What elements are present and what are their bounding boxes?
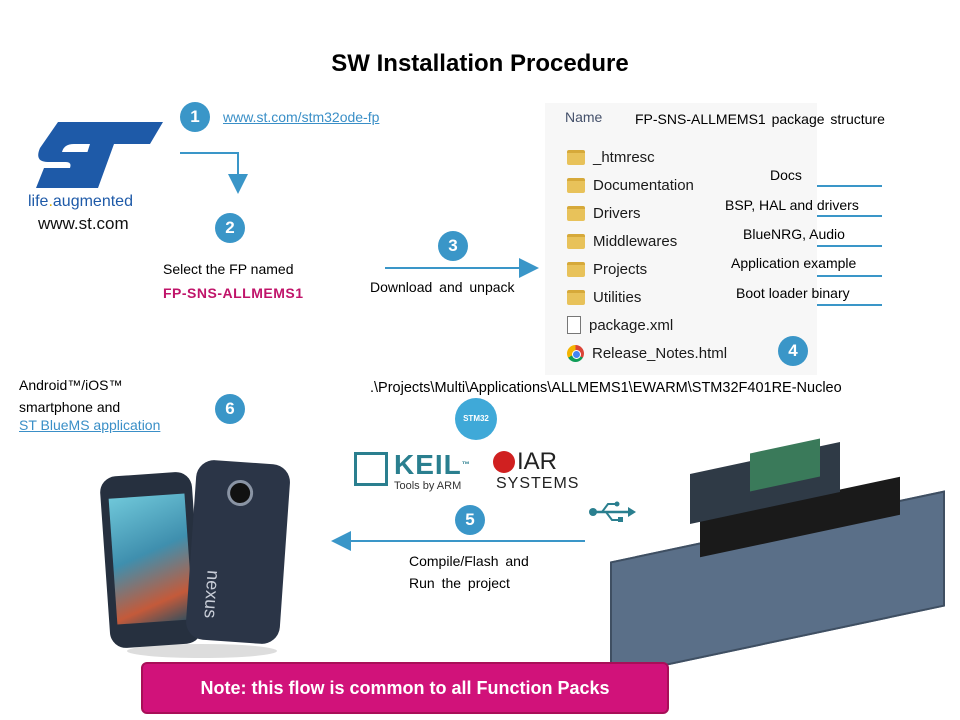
file-label: Projects bbox=[593, 260, 648, 278]
step-2-badge: 2 bbox=[215, 213, 245, 243]
step-5-badge: 5 bbox=[455, 505, 485, 535]
annotation-application: Application example bbox=[731, 255, 857, 271]
phone-back: nexus bbox=[184, 458, 292, 646]
phone-screen bbox=[108, 493, 194, 625]
file-row-middlewares[interactable]: Middlewares bbox=[567, 229, 677, 253]
file-row-drivers[interactable]: Drivers bbox=[567, 201, 641, 225]
project-path: .\Projects\Multi\Applications\ALLMEMS1\E… bbox=[370, 380, 842, 396]
note-banner: Note: this flow is common to all Functio… bbox=[141, 662, 669, 714]
fp-name: FP-SNS-ALLMEMS1 bbox=[163, 285, 304, 301]
file-label: package.xml bbox=[589, 316, 674, 334]
st-tagline: life.augmented bbox=[28, 193, 133, 210]
stm32-badge-text: STM32 bbox=[463, 414, 489, 423]
iar-name: IAR bbox=[517, 448, 558, 475]
file-row-projects[interactable]: Projects bbox=[567, 257, 647, 281]
step-5-line2: Run the project bbox=[409, 575, 510, 591]
annotation-docs: Docs bbox=[770, 167, 802, 183]
page-title: SW Installation Procedure bbox=[331, 50, 629, 77]
st-site: www.st.com bbox=[38, 214, 129, 233]
tagline-life: life bbox=[28, 193, 49, 210]
package-explorer: Name _htmresc Documentation Drivers Midd… bbox=[545, 103, 817, 375]
package-structure-label: FP-SNS-ALLMEMS1 package structure bbox=[635, 111, 885, 127]
name-column-header[interactable]: Name bbox=[565, 109, 603, 125]
folder-icon bbox=[567, 205, 585, 221]
file-label: Utilities bbox=[593, 288, 642, 306]
iar-mark bbox=[493, 451, 515, 473]
iar-logo: IAR SYSTEMS bbox=[493, 448, 578, 495]
phone-brand: nexus bbox=[200, 569, 224, 619]
annotation-bluenrg: BlueNRG, Audio bbox=[743, 226, 845, 242]
step-6-line2: smartphone and bbox=[19, 399, 121, 415]
folder-icon bbox=[567, 177, 585, 193]
file-row-release-notes[interactable]: Release_Notes.html bbox=[567, 341, 727, 365]
annotation-bsp: BSP, HAL and drivers bbox=[725, 197, 859, 213]
folder-icon bbox=[567, 233, 585, 249]
folder-icon bbox=[567, 261, 585, 277]
usb-icon bbox=[588, 500, 636, 529]
keil-wordmark: KEIL™ bbox=[394, 450, 471, 480]
folder-icon bbox=[567, 149, 585, 165]
file-label: Middlewares bbox=[593, 232, 678, 250]
file-label: Release_Notes.html bbox=[592, 344, 728, 362]
folder-icon bbox=[567, 289, 585, 305]
file-label: Drivers bbox=[593, 204, 641, 222]
file-row-utilities[interactable]: Utilities bbox=[567, 285, 641, 309]
step-2-text: Select the FP named bbox=[163, 261, 294, 277]
file-label: _htmresc bbox=[593, 148, 655, 166]
file-label: Documentation bbox=[593, 176, 694, 194]
camera-icon bbox=[226, 479, 254, 507]
st-logo: life.augmented bbox=[28, 118, 178, 218]
file-row-documentation[interactable]: Documentation bbox=[567, 173, 694, 197]
keil-trademark: ™ bbox=[461, 460, 471, 469]
keil-name: KEIL bbox=[394, 449, 462, 480]
step-5-line1: Compile/Flash and bbox=[409, 553, 529, 569]
phone-shadow bbox=[127, 644, 277, 658]
step-1-badge: 1 bbox=[180, 102, 210, 132]
keil-mark bbox=[354, 452, 388, 486]
file-row-htmresc[interactable]: _htmresc bbox=[567, 145, 655, 169]
file-icon bbox=[567, 316, 581, 334]
stm32ode-link[interactable]: www.st.com/stm32ode-fp bbox=[223, 109, 380, 125]
step-4-badge: 4 bbox=[778, 336, 808, 366]
keil-logo: KEIL™ Tools by ARM bbox=[354, 450, 474, 494]
step-3-badge: 3 bbox=[438, 231, 468, 261]
stm32-badge: STM32 bbox=[455, 398, 497, 440]
step-3-text: Download and unpack bbox=[370, 279, 515, 295]
nucleo-board-image bbox=[610, 438, 950, 678]
step-6-badge: 6 bbox=[215, 394, 245, 424]
step-6-line1: Android™/iOS™ bbox=[19, 377, 123, 393]
chrome-icon bbox=[567, 344, 584, 362]
smartphone-image: nexus bbox=[99, 458, 292, 660]
tagline-augmented: augmented bbox=[52, 193, 133, 210]
iar-systems: SYSTEMS bbox=[496, 475, 580, 492]
file-row-package-xml[interactable]: package.xml bbox=[567, 313, 673, 337]
keil-subtitle: Tools by ARM bbox=[394, 480, 462, 492]
st-logo-graphic bbox=[36, 122, 163, 188]
bluems-link[interactable]: ST BlueMS application bbox=[19, 417, 161, 433]
usb-icon-graphic bbox=[589, 501, 636, 522]
annotation-bootloader: Boot loader binary bbox=[736, 285, 850, 301]
